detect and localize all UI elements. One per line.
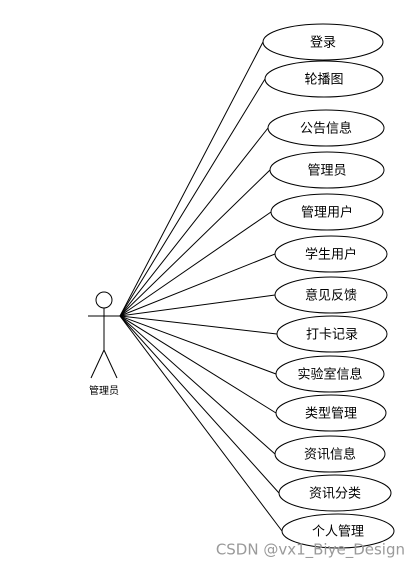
use-case-ellipse	[269, 151, 385, 189]
association-line	[119, 127, 269, 317]
use-case: 资讯信息	[274, 435, 386, 473]
use-case: 资讯分类	[278, 474, 392, 512]
use-case: 实验室信息	[275, 355, 385, 393]
use-case-ellipse	[275, 355, 385, 393]
use-case-ellipse	[274, 276, 388, 314]
use-case-label: 实验室信息	[297, 367, 362, 383]
watermark-text: CSDN @vx1_Biye_Design	[216, 541, 405, 560]
association-line	[119, 78, 266, 317]
actor-admin: 管理员	[88, 291, 120, 397]
use-case: 意见反馈	[274, 276, 388, 314]
use-case-ellipse	[278, 474, 392, 512]
use-case-label: 登录	[310, 36, 336, 51]
association-line	[119, 169, 271, 317]
association-line	[119, 211, 272, 317]
use-case: 轮播图	[264, 60, 384, 98]
association-line	[119, 315, 277, 375]
use-case-label: 轮播图	[304, 73, 343, 88]
use-case-label: 打卡记录	[306, 328, 358, 343]
use-case: 管理用户	[270, 193, 384, 231]
use-case-label: 公告信息	[300, 121, 352, 137]
use-case-label: 管理用户	[301, 205, 353, 221]
use-case: 管理员	[269, 151, 385, 189]
actor-head	[95, 291, 113, 309]
actor-right-leg	[103, 349, 118, 379]
use-case-ellipse	[262, 23, 384, 61]
use-case: 学生用户	[274, 235, 388, 273]
use-case-label: 意见反馈	[305, 288, 357, 304]
use-case-label: 资讯信息	[304, 447, 356, 463]
use-case-ellipse	[270, 193, 384, 231]
use-case: 类型管理	[275, 394, 387, 432]
use-case-label: 管理员	[307, 164, 346, 179]
use-case: 个人管理	[281, 513, 395, 549]
use-case-label: 资讯分类	[309, 487, 361, 502]
use-case-label: 类型管理	[305, 407, 357, 422]
association-line	[119, 315, 283, 532]
use-case-ellipse	[264, 60, 384, 98]
actor-left-leg	[90, 349, 105, 379]
association-line	[119, 41, 264, 317]
use-case-ellipse	[274, 435, 386, 473]
use-cases: 登录轮播图公告信息管理员管理用户学生用户意见反馈打卡记录实验室信息类型管理资讯信…	[262, 23, 395, 549]
use-case-ellipse	[281, 513, 395, 549]
association-line	[119, 315, 280, 494]
association-line	[119, 315, 278, 335]
use-case: 登录	[262, 23, 384, 61]
association-lines	[119, 41, 283, 532]
actor-label: 管理员	[89, 384, 119, 397]
use-case-label: 学生用户	[305, 247, 357, 263]
association-line	[119, 253, 276, 317]
use-case-ellipse	[275, 394, 387, 432]
use-case: 公告信息	[267, 109, 385, 147]
association-line	[119, 294, 276, 317]
use-case-ellipse	[276, 315, 388, 353]
use-case-ellipse	[274, 235, 388, 273]
use-case: 打卡记录	[276, 315, 388, 353]
use-case-label: 个人管理	[312, 525, 364, 540]
association-line	[119, 315, 276, 455]
association-line	[119, 315, 277, 414]
use-case-ellipse	[267, 109, 385, 147]
